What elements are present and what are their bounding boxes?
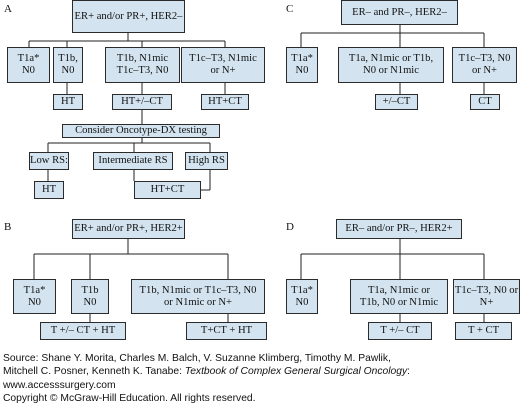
book-suffix: : — [407, 366, 410, 378]
panel-b-t-ct-ht-box: T+CT + HT — [186, 322, 267, 340]
panel-d-root-box: ER– and/or PR–, HER2+ — [336, 219, 462, 239]
panel-b-t1b-box: T1b N0 — [71, 279, 109, 314]
panel-a-low-rs-box: Low RS: — [29, 152, 69, 170]
panel-a-t1c-t3-box: T1c–T3, N1mic or N+ — [181, 47, 265, 83]
panel-a-ht-ct-box: HT+CT — [201, 94, 249, 110]
panel-c-ct-optional-box: +/–CT — [375, 94, 418, 110]
panel-b-t1b-n1mic-box: T1b, N1mic or T1c–T3, N0 or N1mic or N+ — [131, 279, 265, 314]
panel-a-ht-box: HT — [53, 94, 83, 110]
panel-b-t-ct-ht-optional-box: T +/– CT + HT — [40, 322, 126, 340]
panel-b-label: B — [4, 221, 12, 233]
panel-c-label: C — [286, 3, 294, 15]
panel-a-high-rs-box: High RS — [185, 152, 228, 170]
panel-d-t-ct-box: T + CT — [455, 322, 512, 340]
panel-a-label: A — [4, 3, 12, 15]
panel-a-t1b-n1mic-box: T1b, N1mic T1c–T3, N0 — [105, 47, 180, 83]
panel-a-intermediate-rs-box: Intermediate RS — [93, 152, 173, 170]
panel-a-oncotype-box: Consider Oncotype-DX testing — [62, 124, 220, 138]
copyright-line: Copyright © McGraw-Hill Education. All r… — [3, 393, 256, 405]
source-url[interactable]: www.accesssurgery.com — [3, 379, 116, 391]
panel-b-t1a-box: T1a* N0 — [13, 279, 56, 314]
source-line-1: Source: Shane Y. Morita, Charles M. Balc… — [3, 353, 391, 364]
panel-b-root-box: ER+ and/or PR+, HER2+ — [72, 219, 185, 239]
panel-d-t1a-box: T1a* N0 — [286, 279, 318, 314]
panel-c-t1c-t3-box: T1c–T3, N0 or N+ — [452, 47, 517, 83]
panel-d-t-ct-optional-box: T +/– CT — [368, 322, 432, 340]
panel-c-t1a-n1mic-box: T1a, N1mic or T1b, N0 or N1mic — [338, 47, 444, 83]
panel-a-root-box: ER+ and/or PR+, HER2– — [72, 0, 185, 33]
source-authors: Mitchell C. Posner, Kenneth K. Tanabe: — [3, 366, 185, 378]
panel-a-t1b-box: T1b, N0 — [53, 47, 83, 83]
panel-c-t1a-box: T1a* N0 — [286, 47, 318, 83]
panel-c-ct-box: CT — [470, 94, 500, 110]
panel-a-final-ht-ct-box: HT+CT — [134, 181, 201, 199]
source-line-2: Mitchell C. Posner, Kenneth K. Tanabe: T… — [3, 365, 517, 378]
source-footer: Source: Shane Y. Morita, Charles M. Balc… — [3, 352, 517, 406]
panel-d-t1c-t3-box: T1c–T3, N0 or N+ — [453, 279, 520, 314]
panel-a-ht-ct-optional-box: HT+/–CT — [112, 94, 172, 110]
panel-d-label: D — [286, 221, 294, 233]
panel-d-t1a-n1mic-box: T1a, N1mic or T1b, N0 or N1mic — [350, 279, 448, 314]
panel-c-root-box: ER– and PR–, HER2– — [341, 0, 458, 25]
book-title: Textbook of Complex General Surgical Onc… — [184, 366, 408, 378]
panel-a-low-ht-box: HT — [34, 181, 64, 199]
panel-a-t1a-box: T1a* N0 — [7, 47, 50, 83]
